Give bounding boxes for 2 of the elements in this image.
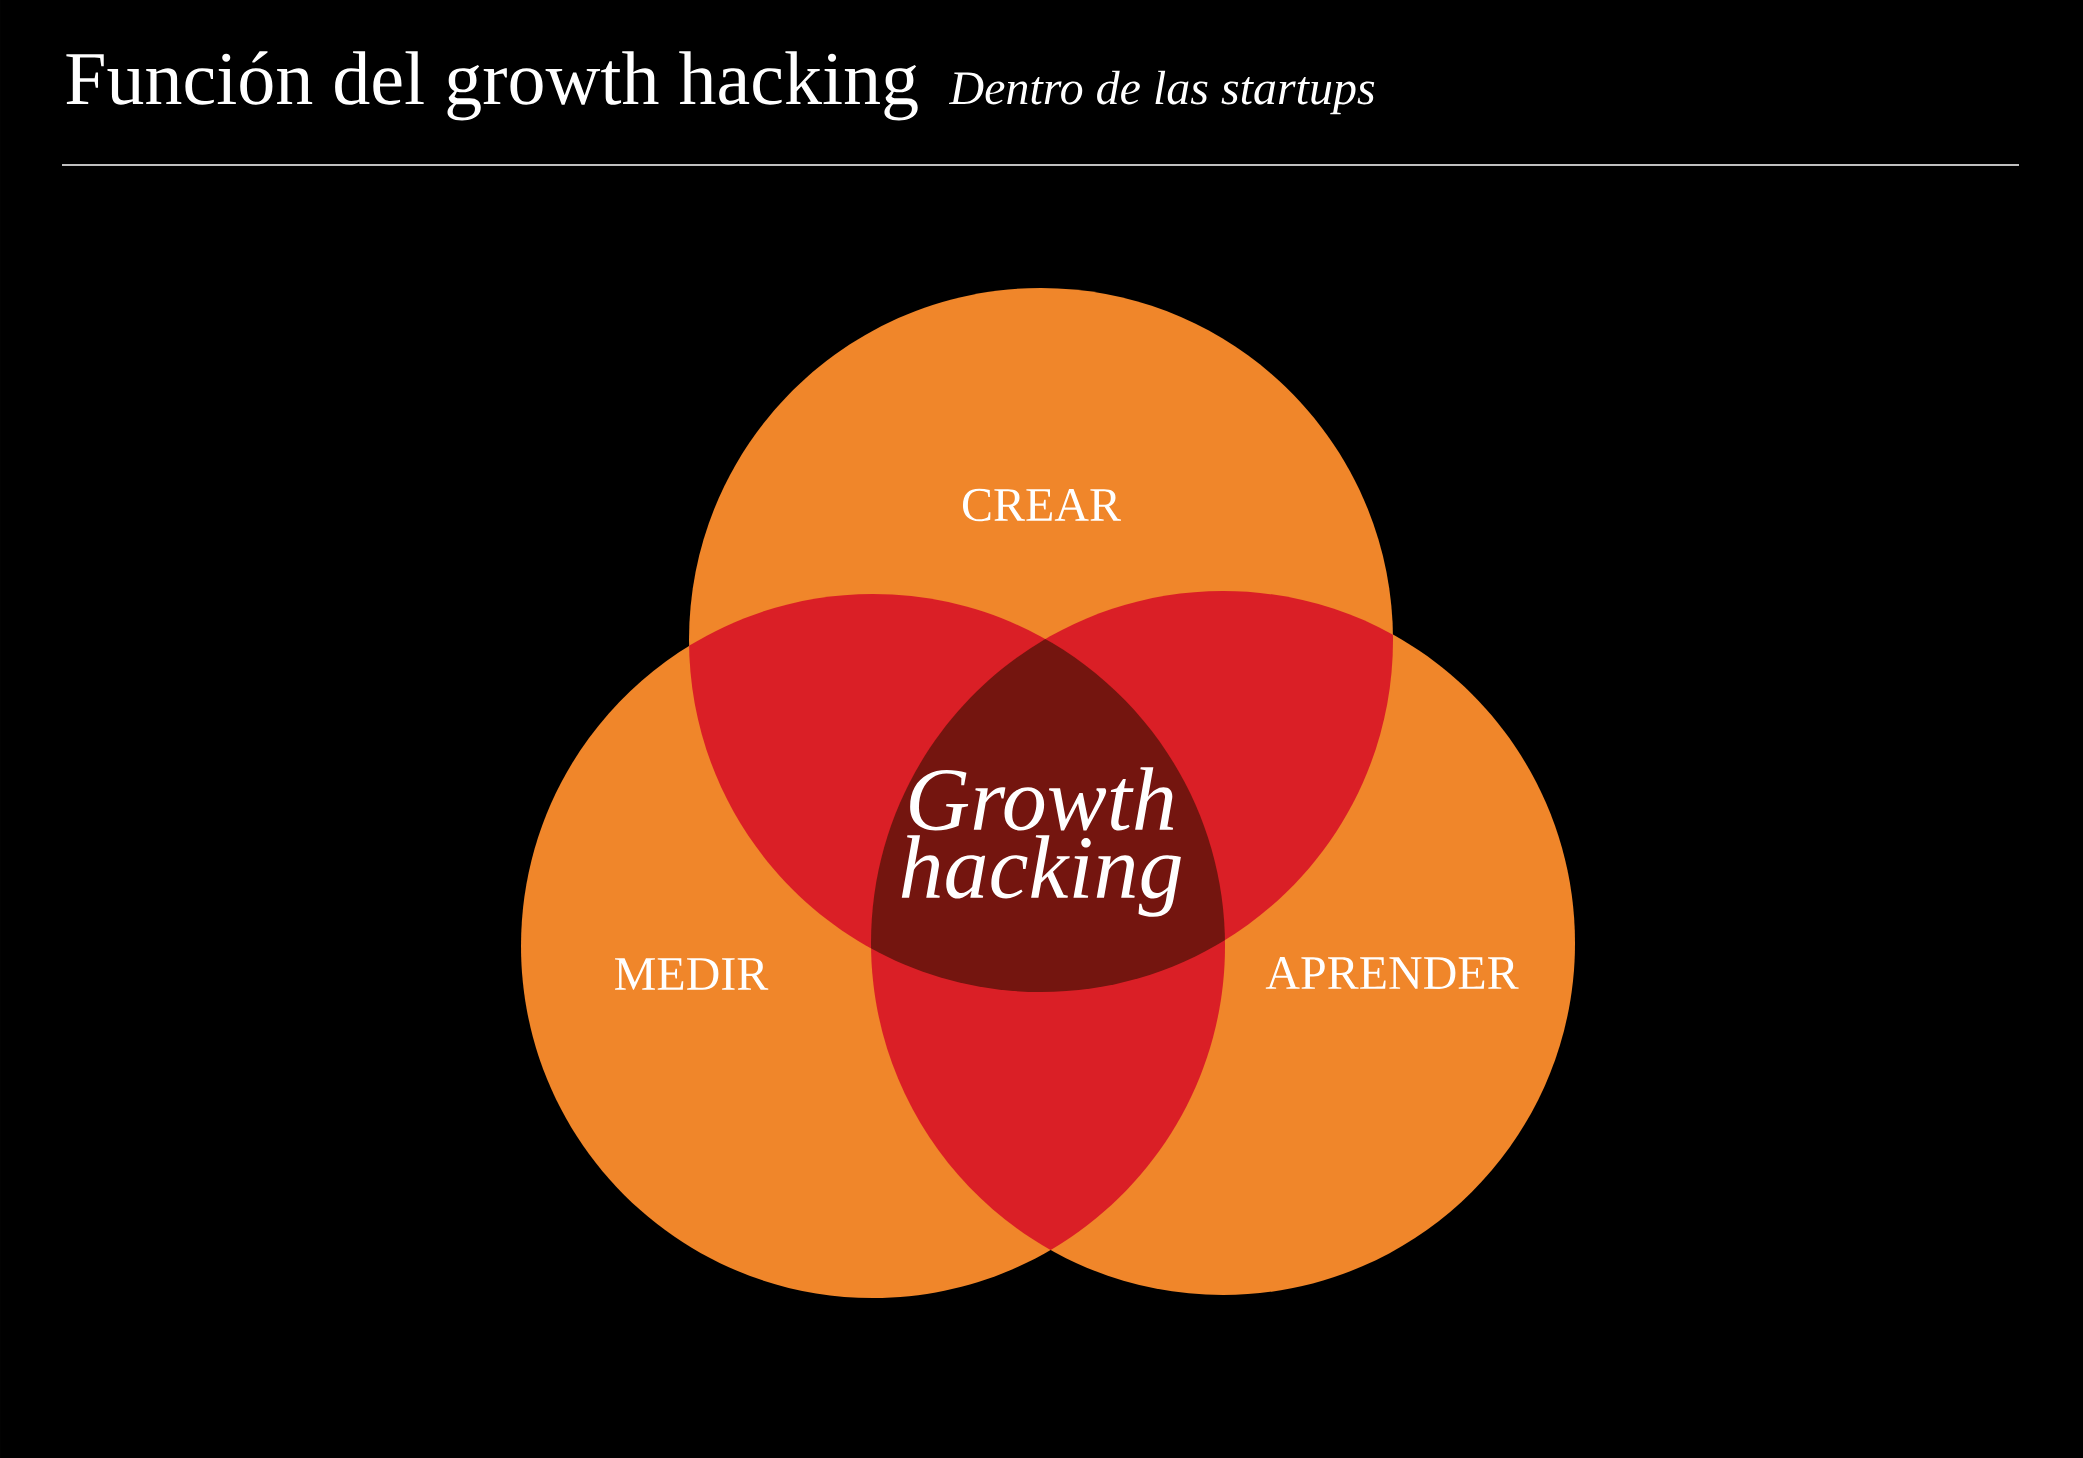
title: Función del growth hacking [66, 51, 918, 121]
subtitle: Dentro de las startups [948, 70, 1375, 115]
